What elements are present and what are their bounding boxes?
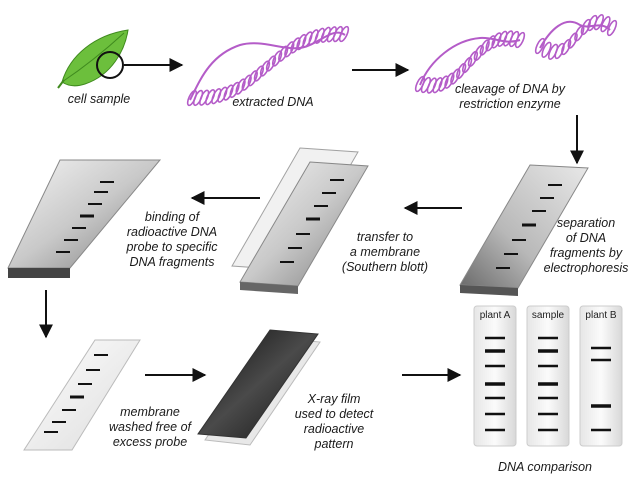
column-header-plant-a: plant A: [479, 310, 511, 321]
column-header-plant-b: plant B: [585, 310, 617, 321]
dna-helix-cleaved-1: [419, 36, 521, 86]
label-dna-comparison: DNA comparison: [497, 460, 592, 474]
comparison-strips: [473, 305, 623, 447]
gel-binding: [7, 159, 162, 278]
label-extracted-dna: extracted DNA: [232, 95, 314, 109]
dna-coils-cleaved-1: [414, 30, 526, 94]
dna-coils-extracted: [186, 25, 350, 107]
dna-coils-cleaved-2: [534, 14, 618, 60]
label-cell-sample: cell sample: [67, 92, 131, 106]
xray-film: [197, 329, 321, 446]
leaf-icon: [57, 29, 129, 89]
column-header-sample: sample: [531, 310, 565, 321]
cell-circle-icon: [96, 51, 124, 79]
